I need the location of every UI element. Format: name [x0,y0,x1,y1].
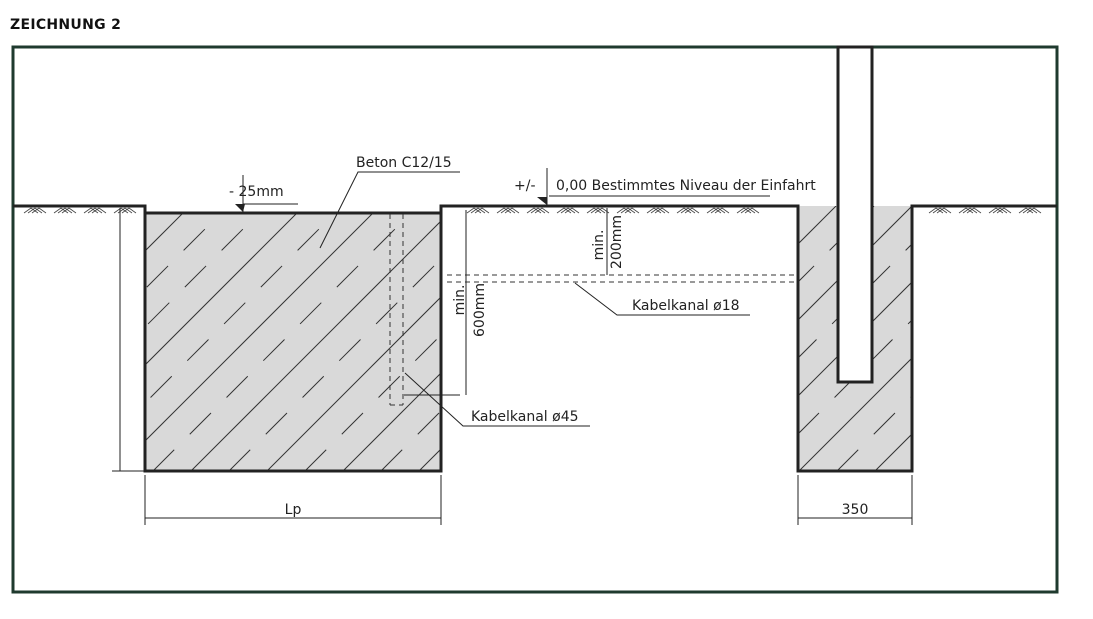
soil-symbol-icon [676,207,692,214]
hatch-line [228,258,441,471]
soil-symbol-icon [654,207,670,214]
soil-symbol-icon [1022,207,1038,214]
soil-symbol-icon [680,207,696,214]
hatch-line [798,206,875,283]
hatch-line [304,334,441,471]
soil-symbol-icon [27,207,43,214]
soil-symbol-icon [31,207,47,214]
offset-label: - 25mm [229,184,284,200]
soil-symbol-icon [470,207,486,214]
soil-symbol-icon [83,207,99,214]
hatch-line [342,372,441,471]
soil-symbol-icon [646,207,662,214]
concrete-footing [145,213,441,471]
hatch-line [145,213,374,442]
hatch-line [798,243,912,359]
hatch-line [798,206,799,207]
soil-symbol-icon [928,207,944,214]
level-label: 0,00 Bestimmtes Niveau der Einfahrt [556,178,816,194]
lp-label: Lp [285,502,302,518]
cable-18-leader [574,282,750,316]
hatch-line [380,410,441,471]
soil-symbol-icon [586,207,602,214]
min-600-label-2: 600mm [472,283,488,337]
soil-symbol-icon [996,207,1012,214]
soil-symbol-icon [936,207,952,214]
soil-symbol-icon [121,207,137,214]
hatch-line [418,448,441,471]
soil-symbol-icon [740,207,756,214]
soil-symbol-icon [526,207,542,214]
soil-symbol-icon [992,207,1008,214]
soil-symbol-icon [87,207,103,214]
soil-symbol-icon [113,207,129,214]
soil-symbol-icon [624,207,640,214]
hatch-line [145,213,336,404]
min-200-label-2: 200mm [609,215,625,269]
hatch-line [913,206,1093,471]
hatch-line [836,395,912,471]
soil-symbol-icon [560,207,576,214]
soil-symbol-icon [496,207,512,214]
soil-symbol-icon [736,207,752,214]
soil-symbol-icon [714,207,730,214]
soil-symbol-icon [91,207,107,214]
hatch-line [798,319,912,435]
post [836,45,874,384]
hatch-line [145,213,146,214]
soil-symbol-icon [474,207,490,214]
hatch-line [152,213,412,471]
soil-symbol-icon [620,207,636,214]
soil-symbol-icon [53,207,69,214]
concrete-leader [319,171,460,249]
level-sign: +/- [514,178,536,194]
drawing-title: ZEICHNUNG 2 [10,17,122,33]
soil-symbol-icon [57,207,73,214]
width-350-label: 350 [842,502,869,518]
soil-symbol-icon [564,207,580,214]
soil-symbol-icon [650,207,666,214]
soil-symbol-icon [744,207,760,214]
drawing-frame [11,45,1059,594]
soil-symbol-icon [932,207,948,214]
cable-45-leader [404,372,590,427]
soil-symbol-icon [504,207,520,214]
soil-symbol-icon [590,207,606,214]
hatch-line [951,206,1093,471]
hatch-line [266,296,441,471]
soil-symbol-icon [966,207,982,214]
soil-symbol-icon [958,207,974,214]
soil-symbol-icon [988,207,1004,214]
soil-symbol-icon [710,207,726,214]
soil-symbol-icon [534,207,550,214]
hatch-line [798,357,912,471]
hatch-line [457,213,715,471]
hatch-line [145,213,298,366]
hatch-line [190,220,441,471]
ground-line [13,204,1057,473]
cable-45-label: Kabelkanal ø45 [471,409,579,425]
soil-symbol-icon [616,207,632,214]
soil-symbol-icon [61,207,77,214]
cable-18-label: Kabelkanal ø18 [632,298,740,314]
soil-symbol-icon [466,207,482,214]
min-600-label-1: min. [452,285,468,316]
soil-symbol-icon [1018,207,1034,214]
soil-symbols [23,207,1042,214]
soil-symbol-icon [530,207,546,214]
concrete-label: Beton C12/15 [356,155,452,171]
soil-symbol-icon [23,207,39,214]
soil-symbol-icon [962,207,978,214]
concrete-hatching [145,213,715,471]
soil-symbol-icon [706,207,722,214]
level-marker-icon [537,197,547,205]
soil-symbol-icon [500,207,516,214]
soil-symbol-icon [1026,207,1042,214]
soil-symbol-icon [556,207,572,214]
min-200-label-1: min. [591,230,607,261]
soil-symbol-icon [684,207,700,214]
